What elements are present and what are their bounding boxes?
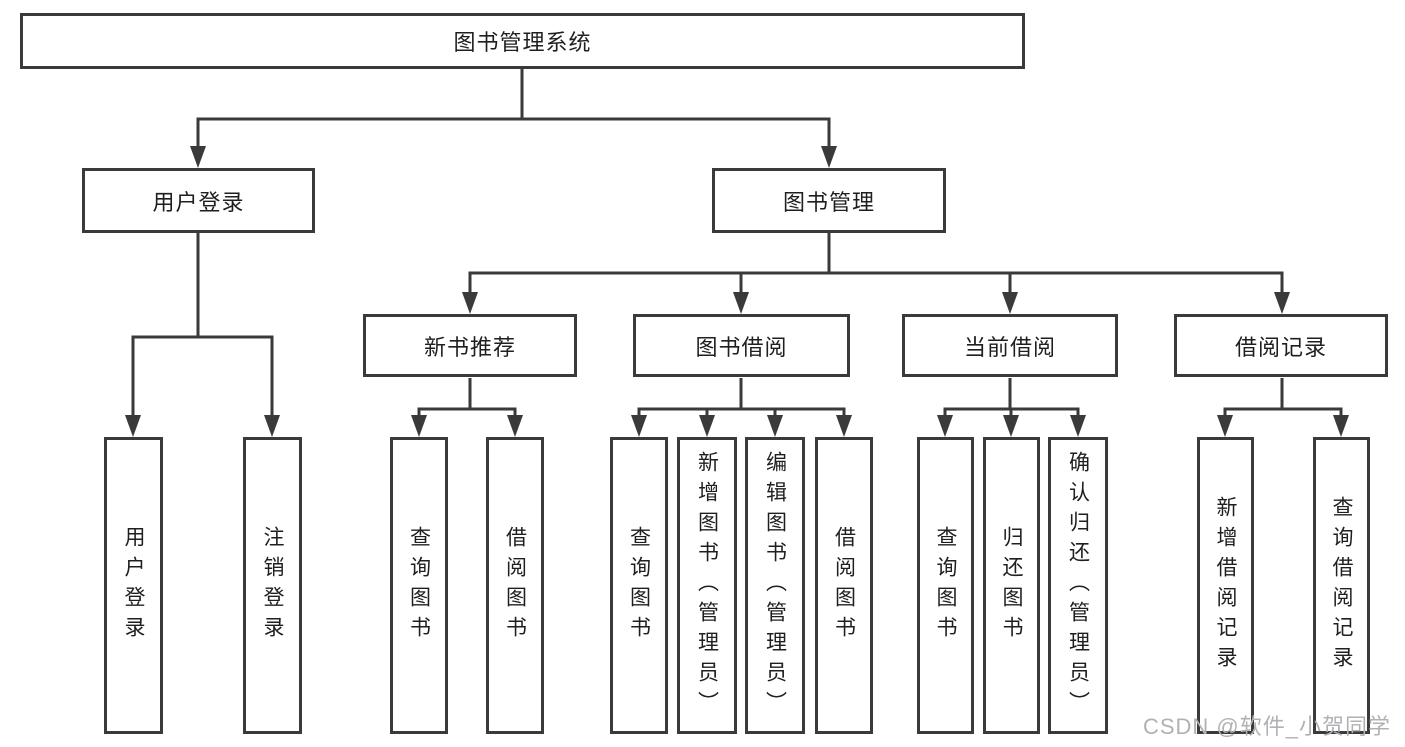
leaf-add-book-admin: 新增图书（管理员） [677,437,737,734]
arrowhead-icons [125,146,1349,437]
leaf-logout: 注销登录 [243,437,302,734]
node-label: 新增图书（管理员） [695,450,719,721]
node-root-system: 图书管理系统 [20,13,1025,69]
node-label: 注销登录 [261,525,284,646]
node-label: 新书推荐 [423,334,516,360]
node-label: 图书借阅 [695,334,788,360]
node-label: 查询图书 [407,525,431,646]
node-current-borrowing: 当前借阅 [902,314,1118,377]
node-label: 查询图书 [934,525,957,646]
node-label: 用户登录 [122,525,145,646]
leaf-borrow-books-recommend: 借阅图书 [486,437,544,734]
node-label: 借阅图书 [832,525,856,646]
leaf-query-books-current: 查询图书 [917,437,974,734]
node-label: 借阅记录 [1234,334,1327,360]
leaf-query-books-borrowing: 查询图书 [610,437,668,734]
leaf-edit-book-admin: 编辑图书（管理员） [745,437,805,734]
leaf-add-borrow-record: 新增借阅记录 [1197,437,1254,734]
leaf-borrow-book: 借阅图书 [815,437,873,734]
node-user-login-branch: 用户登录 [82,168,315,233]
node-label: 确认归还（管理员） [1066,450,1090,721]
node-label: 归还图书 [1000,525,1023,646]
leaf-confirm-return-admin: 确认归还（管理员） [1048,437,1108,734]
node-label: 图书管理 [782,189,875,215]
node-label: 新增借阅记录 [1214,495,1237,676]
leaf-user-login: 用户登录 [104,437,163,734]
csdn-watermark: CSDN @软件_小贺同学 [1142,714,1391,739]
node-label: 借阅图书 [503,525,527,646]
node-borrow-records: 借阅记录 [1174,314,1388,377]
node-book-management-branch: 图书管理 [712,168,946,233]
node-label: 查询借阅记录 [1330,495,1353,676]
node-label: 当前借阅 [963,334,1056,360]
node-new-book-recommend: 新书推荐 [363,314,577,377]
node-label: 编辑图书（管理员） [763,450,787,721]
node-label: 用户登录 [152,189,245,215]
leaf-query-borrow-record: 查询借阅记录 [1313,437,1370,734]
leaf-query-books-recommend: 查询图书 [390,437,448,734]
node-label: 图书管理系统 [453,30,592,55]
node-label: 查询图书 [627,525,651,646]
node-book-borrowing: 图书借阅 [633,314,850,377]
leaf-return-book: 归还图书 [983,437,1040,734]
